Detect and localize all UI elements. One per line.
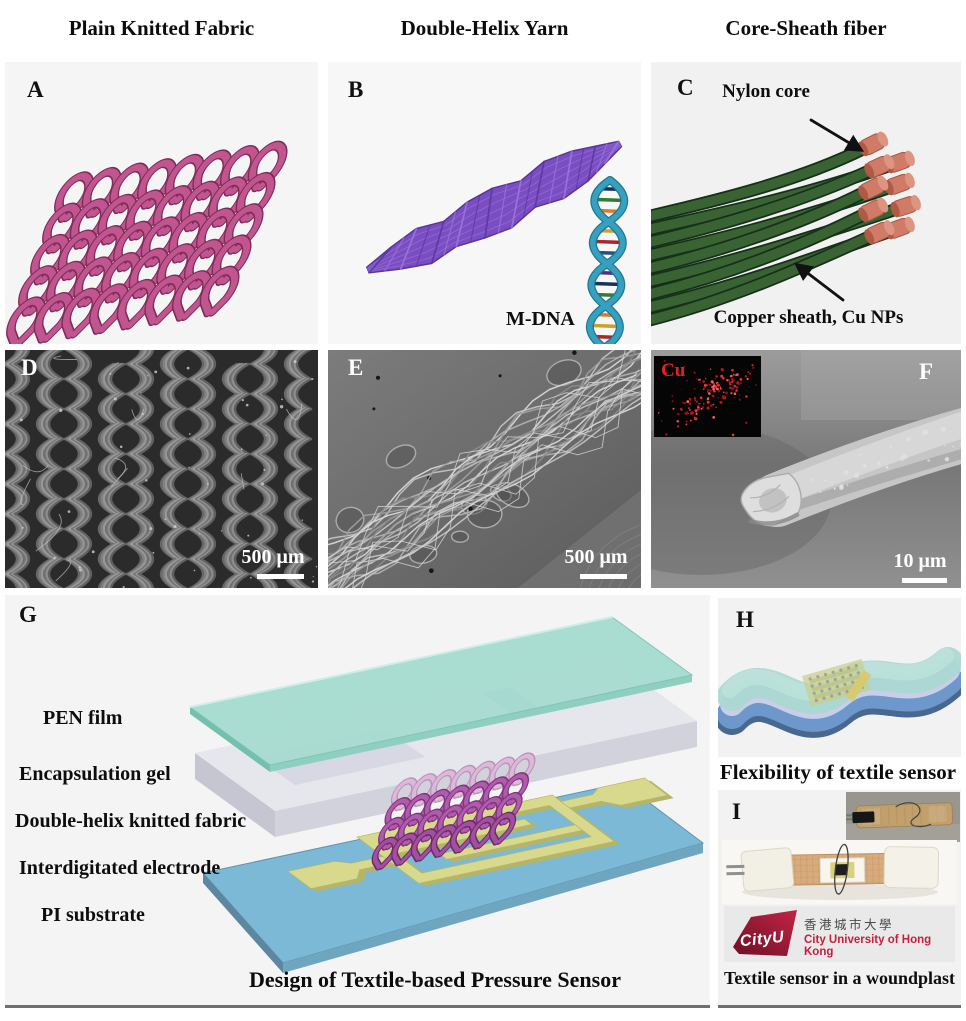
flexible-sensor-illustration (718, 647, 961, 738)
panel-a-letter: A (27, 77, 44, 102)
panel-e-letter: E (348, 355, 364, 380)
cityu-name-chinese: 香港城市大學 (804, 918, 895, 932)
layer-label-double-helix-knitted-fabric: Double-helix knitted fabric (15, 810, 247, 832)
scale-bar-label-e: 500 μm (564, 546, 628, 568)
panel-g-sensor-design: G PEN film Encapsulation gel Double-heli… (5, 595, 710, 1008)
panel-c-core-sheath-fiber: C Nylon core Copper sheath, Cu NPs (651, 62, 961, 344)
exploded-sensor-diagram (188, 616, 705, 973)
cityu-name-english: City University of Hong Kong (804, 934, 932, 958)
nylon-core-label: Nylon core (722, 81, 810, 102)
double-helix-yarn-illustration (365, 140, 629, 344)
panel-g-letter: G (19, 602, 37, 627)
layer-label-encapsulation-gel: Encapsulation gel (19, 763, 171, 785)
cu-eds-inset-label: Cu (661, 360, 686, 381)
scale-bar-label-d: 500 μm (241, 546, 305, 568)
panel-h-caption: Flexibility of textile sensor (719, 760, 957, 784)
scale-bar-f (902, 578, 947, 583)
woundplast-main-photo (722, 840, 957, 904)
scale-bar-label-f: 10 μm (893, 550, 947, 572)
panel-h-flexibility: H (718, 598, 961, 757)
panel-i-caption: Textile sensor in a woundplast (723, 968, 956, 988)
panel-f-sem-fiber: Cu F 10 μm (651, 350, 961, 588)
sem-yarn-image (328, 350, 641, 588)
layer-label-pi-substrate: PI substrate (41, 904, 145, 926)
panel-f-letter: F (919, 359, 934, 384)
panel-h-letter: H (736, 607, 754, 632)
scale-bar-d (257, 574, 304, 579)
layer-label-pen-film: PEN film (43, 707, 123, 729)
knitted-fabric-illustration (6, 140, 288, 344)
column-header-plain-knitted-fabric: Plain Knitted Fabric (68, 16, 255, 40)
scale-bar-e (580, 574, 627, 579)
sem-single-fiber-image (651, 350, 961, 588)
column-header-double-helix-yarn: Double-Helix Yarn (400, 16, 569, 40)
panel-i-woundplast: I CityU 香港城市大學 City University of Hong K… (718, 790, 961, 1008)
sem-knitted-fabric-image (5, 350, 318, 588)
layer-label-interdigitated-electrode: Interdigitated electrode (19, 857, 221, 879)
woundplast-inset-photo (846, 792, 960, 842)
mdna-label: M-DNA (506, 308, 575, 330)
panel-d-sem-fabric: D 500 μm (5, 350, 318, 588)
panel-a-knitted-fabric: A (5, 62, 318, 344)
panel-b-double-helix-yarn: B M-DNA (328, 62, 641, 344)
copper-sheath-label: Copper sheath, Cu NPs (713, 307, 904, 328)
panel-b-letter: B (348, 77, 364, 102)
cityu-logo-mark (733, 910, 797, 956)
column-header-core-sheath-fiber: Core-Sheath fiber (725, 16, 887, 40)
panel-g-caption: Design of Textile-based Pressure Sensor (249, 967, 621, 992)
panel-e-sem-yarn: E 500 μm (328, 350, 641, 588)
panel-i-letter: I (732, 799, 741, 824)
panel-c-letter: C (677, 75, 694, 100)
cityu-logo: CityU 香港城市大學 City University of Hong Kon… (724, 906, 955, 962)
core-sheath-fiber-illustration (651, 118, 921, 327)
panel-d-letter: D (21, 355, 38, 380)
